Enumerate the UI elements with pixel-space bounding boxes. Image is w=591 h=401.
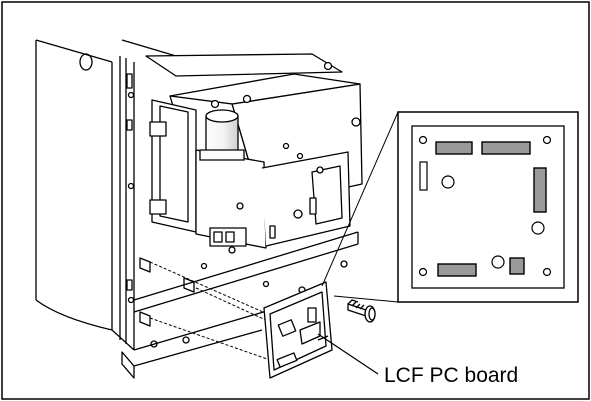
lcf-pc-board-label: LCF PC board [384, 364, 519, 387]
machine-frame [35, 39, 177, 351]
board-screw [347, 299, 376, 323]
connector-cn-top-left [435, 141, 473, 155]
connector-cn-bottom-right [509, 257, 525, 275]
connector-cn-bottom-left [437, 263, 477, 277]
motor-cylinder [199, 109, 245, 161]
lcf-pc-board [263, 281, 333, 379]
label-leader-line [317, 333, 379, 375]
connector-cn-top-right [481, 141, 531, 155]
zoom-lines [321, 111, 399, 303]
inset-detail [397, 111, 579, 303]
connector-cn-right [533, 167, 547, 213]
installation-guide-lines [149, 261, 273, 361]
base-rail [121, 231, 359, 379]
